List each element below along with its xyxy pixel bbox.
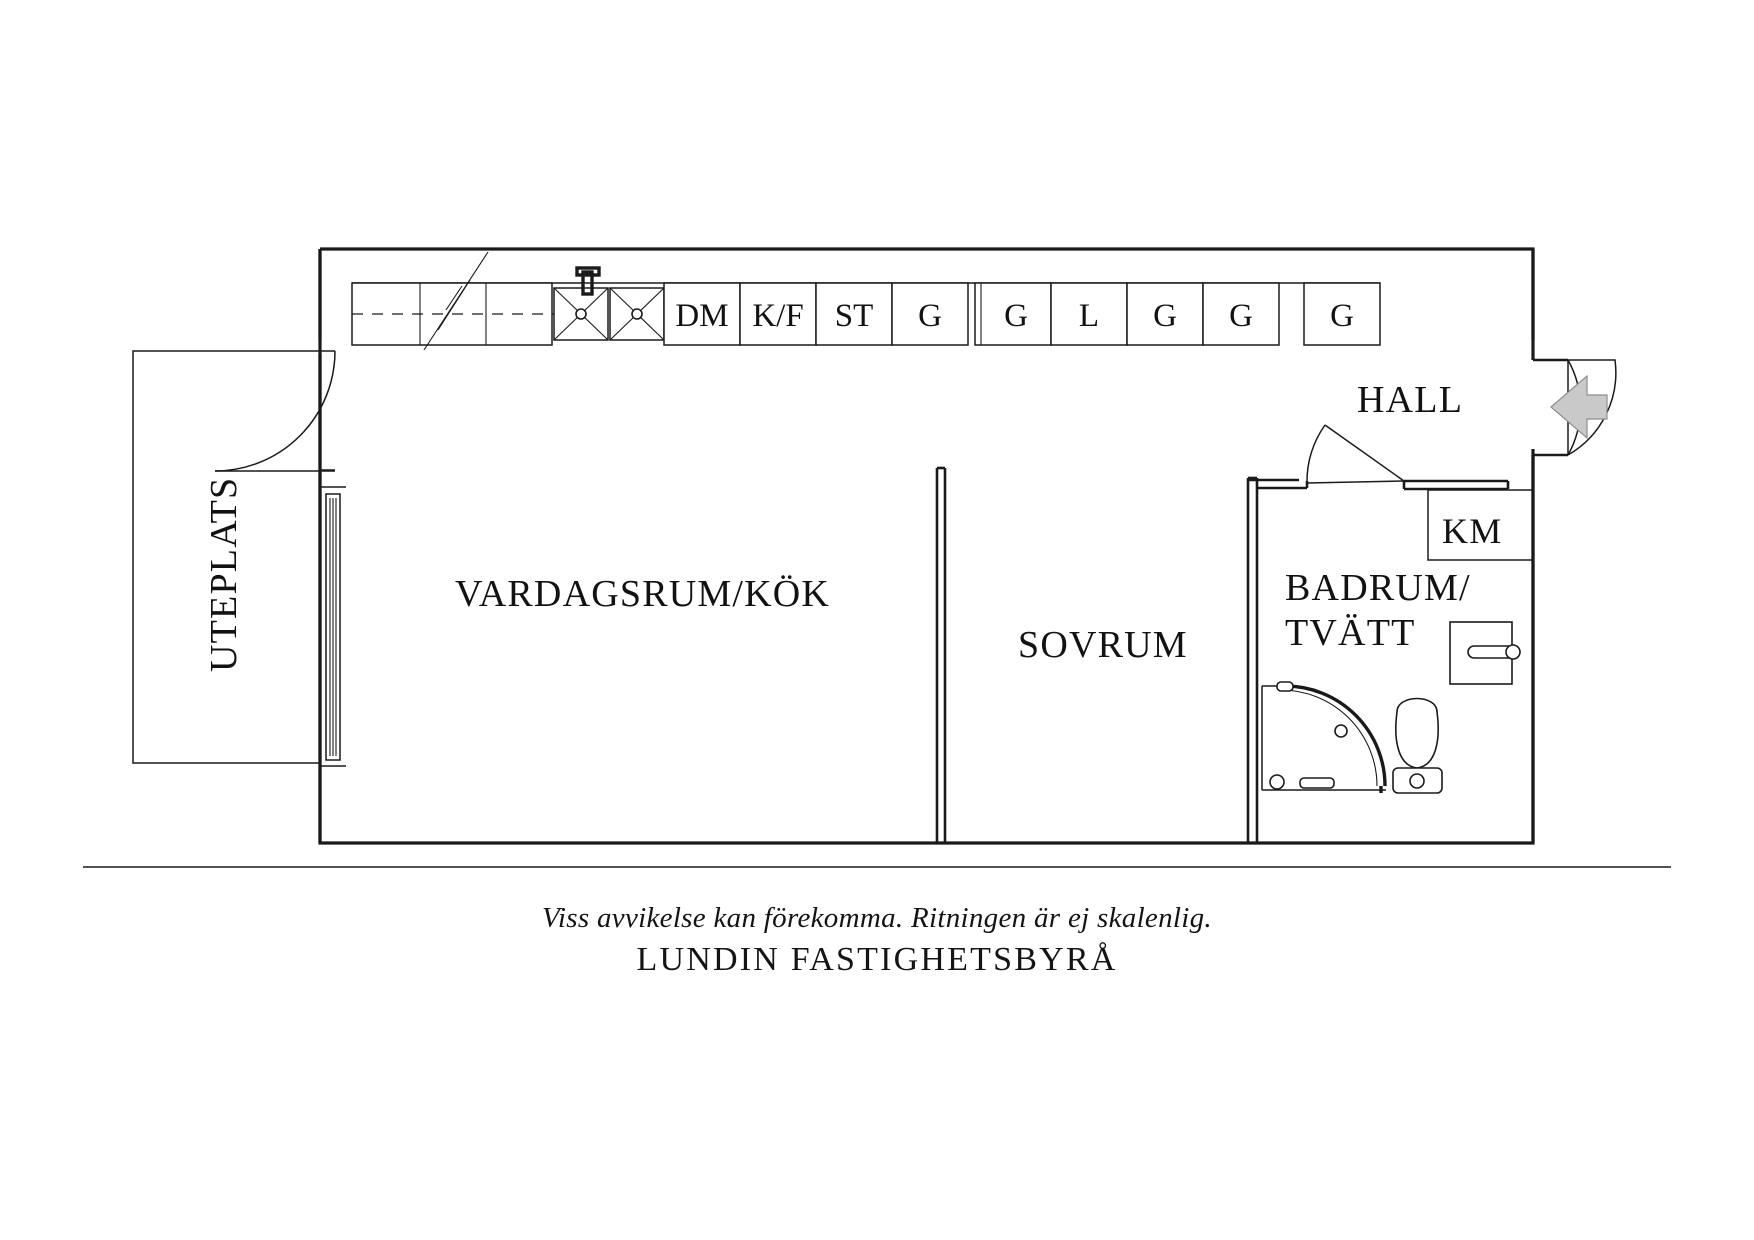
- room-label-badrum: BADRUM/: [1285, 567, 1471, 609]
- entrance-door[interactable]: [1533, 358, 1617, 457]
- cabinet-label-g3: G: [1153, 298, 1177, 334]
- cabinet-label-l: L: [1079, 298, 1099, 334]
- cabinet-label-g1: G: [918, 298, 942, 334]
- patio-sliding-door: [320, 486, 346, 767]
- washing-machine-unit: [1449, 621, 1521, 685]
- cabinet-label-g4: G: [1229, 298, 1253, 334]
- room-label-hall: HALL: [1357, 379, 1463, 421]
- hall-and-bathroom-walls: [1248, 424, 1510, 491]
- brand-name: LUNDIN FASTIGHETSBYRÅ: [636, 941, 1118, 979]
- disclaimer-text: Viss avvikelse kan förekomma. Ritningen …: [542, 902, 1212, 934]
- caption-block: Viss avvikelse kan förekomma. Ritningen …: [0, 900, 1754, 982]
- room-label-vardagsrum: VARDAGSRUM/KÖK: [455, 573, 830, 615]
- room-label-km: KM: [1442, 511, 1502, 551]
- uteplats-outline: [132, 350, 346, 767]
- partition-living-bedroom: [935, 466, 947, 843]
- corner-shower: [1261, 681, 1387, 793]
- toilet: [1392, 697, 1443, 794]
- entrance-direction-arrow: [1550, 374, 1608, 440]
- room-label-uteplats: UTEPLATS: [203, 477, 245, 672]
- room-label-tvatt: TVÄTT: [1285, 612, 1416, 654]
- cabinet-group-left: DM K/F ST G: [663, 282, 969, 346]
- cabinet-label-g2: G: [1004, 298, 1028, 334]
- cabinet-label-st: ST: [835, 298, 874, 334]
- cabinet-label-dm: DM: [675, 298, 728, 334]
- stove-hob: [553, 266, 665, 341]
- cabinet-group-middle: G L G G: [974, 282, 1280, 346]
- cabinet-label-g5: G: [1330, 298, 1354, 334]
- kitchen-cabinet-band: DM K/F ST G G L G G G: [351, 251, 1381, 351]
- cabinet-label-kf: K/F: [752, 298, 803, 334]
- km-closet: KM: [1427, 489, 1534, 561]
- room-label-sovrum: SOVRUM: [1018, 624, 1188, 666]
- cabinet-group-right: G: [1303, 282, 1381, 346]
- partition-bedroom-bathroom: [1246, 476, 1259, 843]
